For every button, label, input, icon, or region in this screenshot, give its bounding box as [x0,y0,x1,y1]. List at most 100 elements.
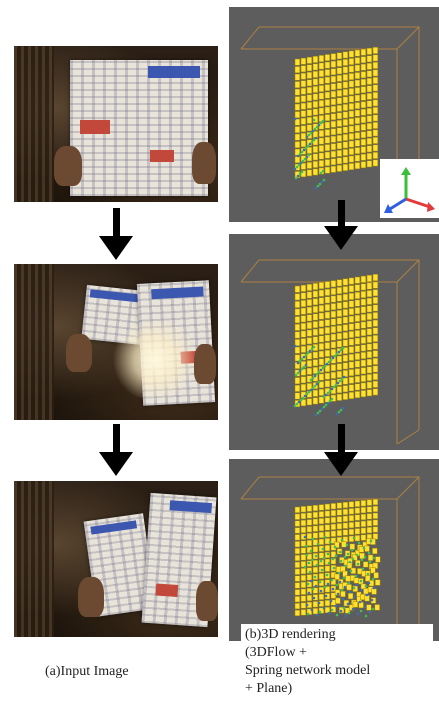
mesh-cell [372,92,379,99]
flow-point [371,577,375,581]
mesh-cell [354,299,361,307]
mesh-cell [348,361,355,369]
mesh-cell [354,132,361,140]
mesh-cell [348,515,355,522]
mesh-cell [348,148,355,155]
mesh-cell [312,146,319,153]
mesh-cell [294,346,301,354]
flow-point [348,590,352,594]
mesh-cell [348,133,355,140]
mesh-cell [294,66,301,74]
mesh-cell [372,122,379,129]
mesh-cell [294,582,301,589]
flow-point [299,161,303,165]
mesh-cell [348,392,355,399]
flow-point [327,611,331,615]
mesh-cell [354,124,361,132]
mesh-cell [306,56,313,64]
flow-point [303,394,307,398]
flow-point [337,410,341,414]
flow-point [356,562,360,566]
mesh-cell [358,546,365,553]
flow-point [315,372,319,376]
mesh-cell [300,568,307,575]
mesh-cell [341,541,347,548]
flow-point [364,584,368,588]
mesh-cell [324,524,331,531]
mesh-cell [312,359,319,367]
render-frame-2 [229,234,439,450]
mesh-cell [372,388,379,396]
mesh-cell [330,98,337,106]
mesh-cell [372,47,379,54]
mesh-cell [335,597,341,604]
mesh-cell [342,354,349,362]
mesh-cell [324,319,331,327]
mesh-cell [294,73,301,81]
mesh-cell [372,335,379,342]
mesh-cell [312,532,319,539]
flow-point [301,159,305,163]
flow-point [370,598,374,602]
mesh-cell [318,282,325,290]
flow-point [363,555,367,559]
flow-point [302,148,306,152]
mesh-cell [366,137,373,145]
mesh-cell [372,137,379,144]
mesh-cell [367,554,374,561]
mesh-cell [294,111,301,119]
mesh-cell [306,512,313,519]
mesh-cell [300,399,307,407]
flow-point [313,127,317,131]
flow-point [323,585,327,589]
flow-point [372,556,376,560]
mesh-cell [366,520,373,527]
mesh-cell [372,512,379,519]
mesh-cell [336,516,343,523]
mesh-cell [324,129,331,137]
mesh-cell [330,348,337,356]
mesh-cell [348,376,355,384]
flow-point [367,581,371,585]
mesh-cell [300,526,307,533]
mesh-cell [294,285,301,293]
flow-point [297,163,301,167]
mesh-cell [360,298,367,306]
mesh-cell [294,96,301,104]
mesh-cell [312,397,319,405]
flow-point [337,571,341,575]
mesh-cell [366,70,373,78]
mesh-cell [372,129,379,137]
mesh-cell [294,81,301,89]
flow-point [293,344,297,348]
mesh-cell [312,305,319,313]
flow-point [333,545,337,549]
mesh-cell [306,146,313,154]
flow-point [295,402,299,406]
mesh-cell [330,280,337,288]
mesh-cell [336,74,343,82]
mesh-cell [312,168,319,176]
flow-point [319,559,323,563]
flow-point [305,155,309,159]
flow-point [314,554,318,558]
mesh-cell [312,71,319,78]
mesh-cell [354,391,361,399]
mesh-cell [324,61,331,69]
yellow-mesh [293,274,379,417]
flow-point [322,556,326,560]
mesh-cell [354,307,361,315]
mesh-cell [318,305,325,312]
mesh-cell [359,552,365,559]
flow-point [299,398,303,402]
flow-point [341,597,345,601]
mesh-cell [366,290,373,298]
flow-point [339,609,343,613]
mesh-cell [294,331,301,339]
input-image-caption: (a)Input Image [45,664,129,679]
mesh-cell [300,110,307,118]
mesh-cell [342,385,349,393]
flow-point [322,606,326,610]
mesh-cell [372,312,379,320]
mesh-cell [348,308,355,316]
